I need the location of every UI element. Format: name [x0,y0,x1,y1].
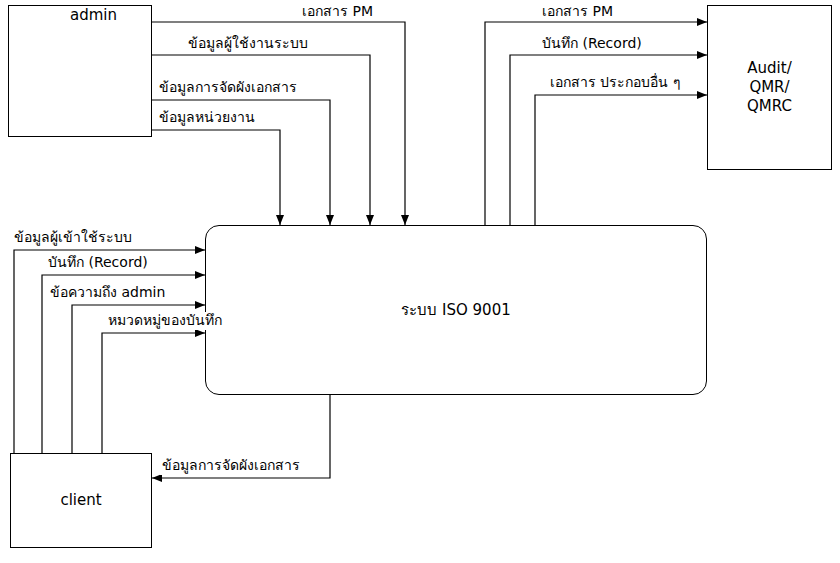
flow-label: ข้อมูลการจัดผังเอกสาร [160,457,302,475]
flow-label: ข้อมูลหน่วยงาน [157,109,257,127]
data-flow-arrow [14,250,205,453]
data-flow-arrow [102,333,205,453]
flow-label: ข้อมูลผู้ใช้งานระบบ [186,35,310,53]
flow-label: บันทึก (Record) [540,35,644,53]
flow-label: เอกสาร PM [540,3,615,21]
node-label: ระบบ ISO 9001 [401,301,510,320]
external-entity: client [10,453,152,548]
flow-label: เอกสาร PM [300,3,375,21]
data-flow-arrow [152,395,330,478]
flow-label: เอกสาร ประกอบอื่น ๆ [548,74,683,92]
flow-label: ข้อมูลการจัดผังเอกสาร [157,79,299,97]
node-label: client [60,491,101,510]
node-label: admin [70,6,117,25]
data-flow-arrow [485,22,707,225]
external-entity: Audit/ QMR/ QMRC [707,5,832,170]
data-flow-arrow [152,130,280,225]
flow-label: ข้อความถึง admin [48,284,167,302]
data-flow-arrow [152,100,330,225]
data-flow-arrow [152,22,405,225]
external-entity: admin [8,5,152,137]
flow-label: ข้อมูลผู้เข้าใช้ระบบ [12,229,134,247]
data-flow-arrow [535,95,707,225]
data-flow-arrow [152,55,370,225]
data-flow-arrow [42,275,205,453]
node-label: Audit/ QMR/ QMRC [740,59,800,115]
flow-label: บันทึก (Record) [46,254,150,272]
process-box: ระบบ ISO 9001 [205,225,707,395]
flow-label: หมวดหมู่ของบันทึก [106,312,224,330]
data-flow-arrow [510,55,707,225]
